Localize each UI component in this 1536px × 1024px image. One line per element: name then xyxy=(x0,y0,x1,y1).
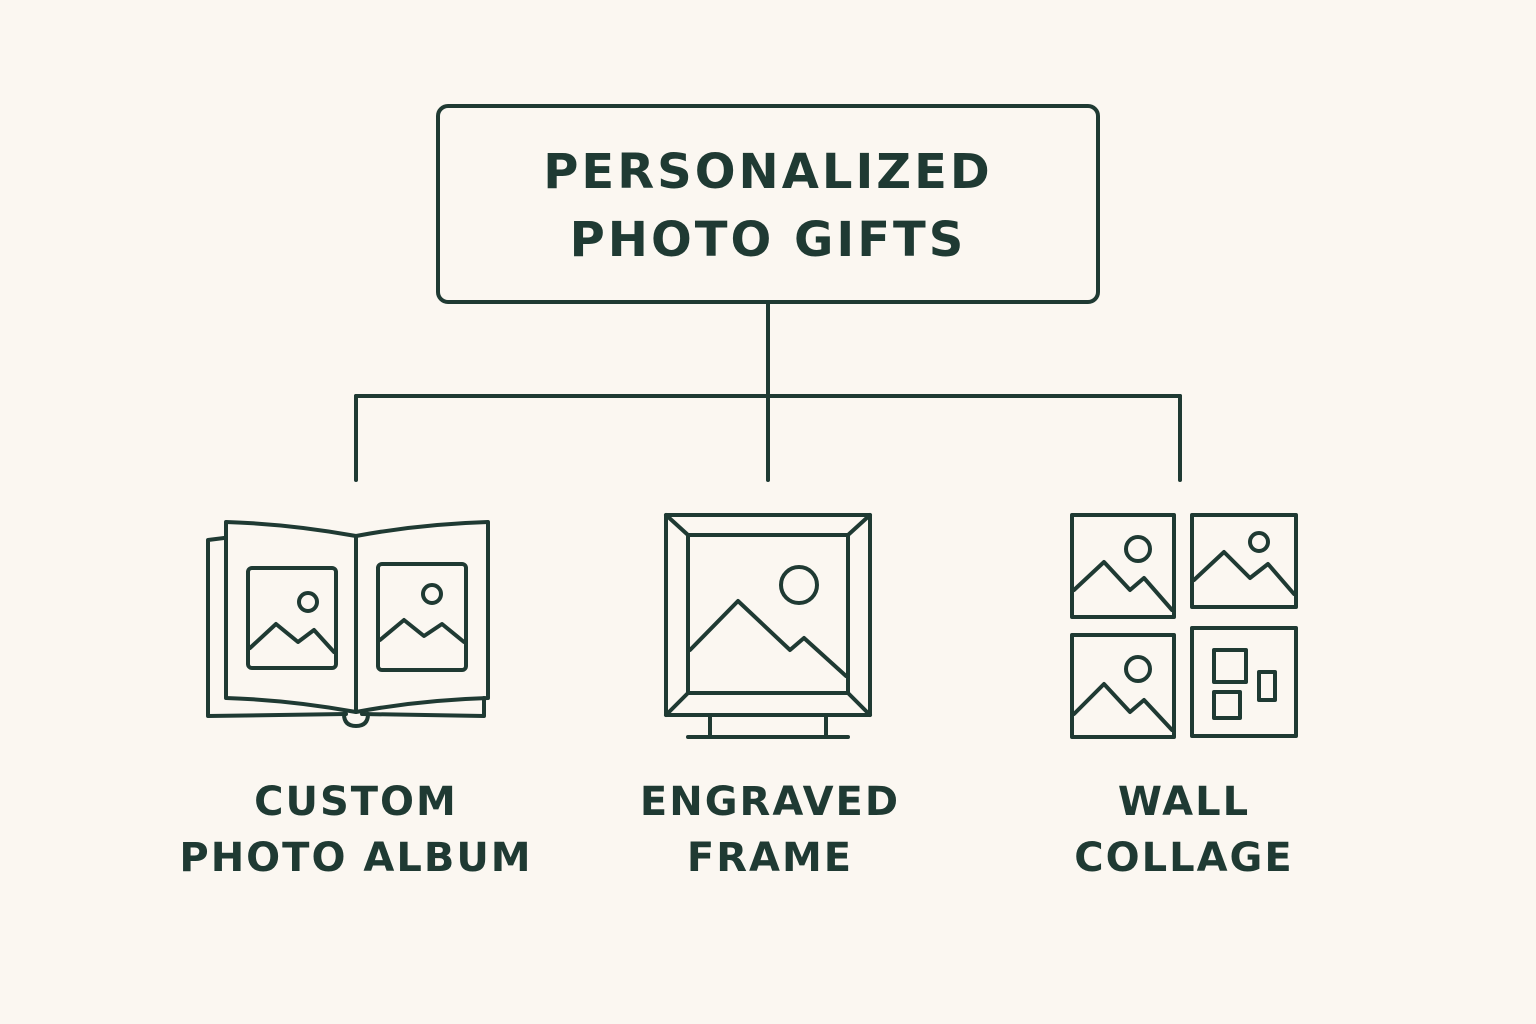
child-label-line-1: ENGRAVED xyxy=(639,779,901,825)
picture-frame-icon xyxy=(664,513,872,739)
root-title-line-1: PERSONALIZED xyxy=(543,144,993,200)
root-title-line-2: PHOTO GIFTS xyxy=(569,212,967,268)
child-label-photo-album: CUSTOM PHOTO ALBUM xyxy=(146,774,566,886)
child-label-wall-collage: WALL COLLAGE xyxy=(974,774,1394,886)
root-node: PERSONALIZED PHOTO GIFTS xyxy=(436,104,1100,304)
photo-album-icon xyxy=(206,520,490,728)
wall-collage-icon xyxy=(1070,513,1298,739)
root-title: PERSONALIZED PHOTO GIFTS xyxy=(543,138,993,274)
child-label-line-1: CUSTOM xyxy=(254,779,458,825)
child-label-line-2: FRAME xyxy=(686,835,854,881)
child-label-line-2: PHOTO ALBUM xyxy=(179,835,533,881)
child-label-engraved-frame: ENGRAVED FRAME xyxy=(560,774,980,886)
child-label-line-1: WALL xyxy=(1117,779,1251,825)
child-label-line-2: COLLAGE xyxy=(1074,835,1294,881)
